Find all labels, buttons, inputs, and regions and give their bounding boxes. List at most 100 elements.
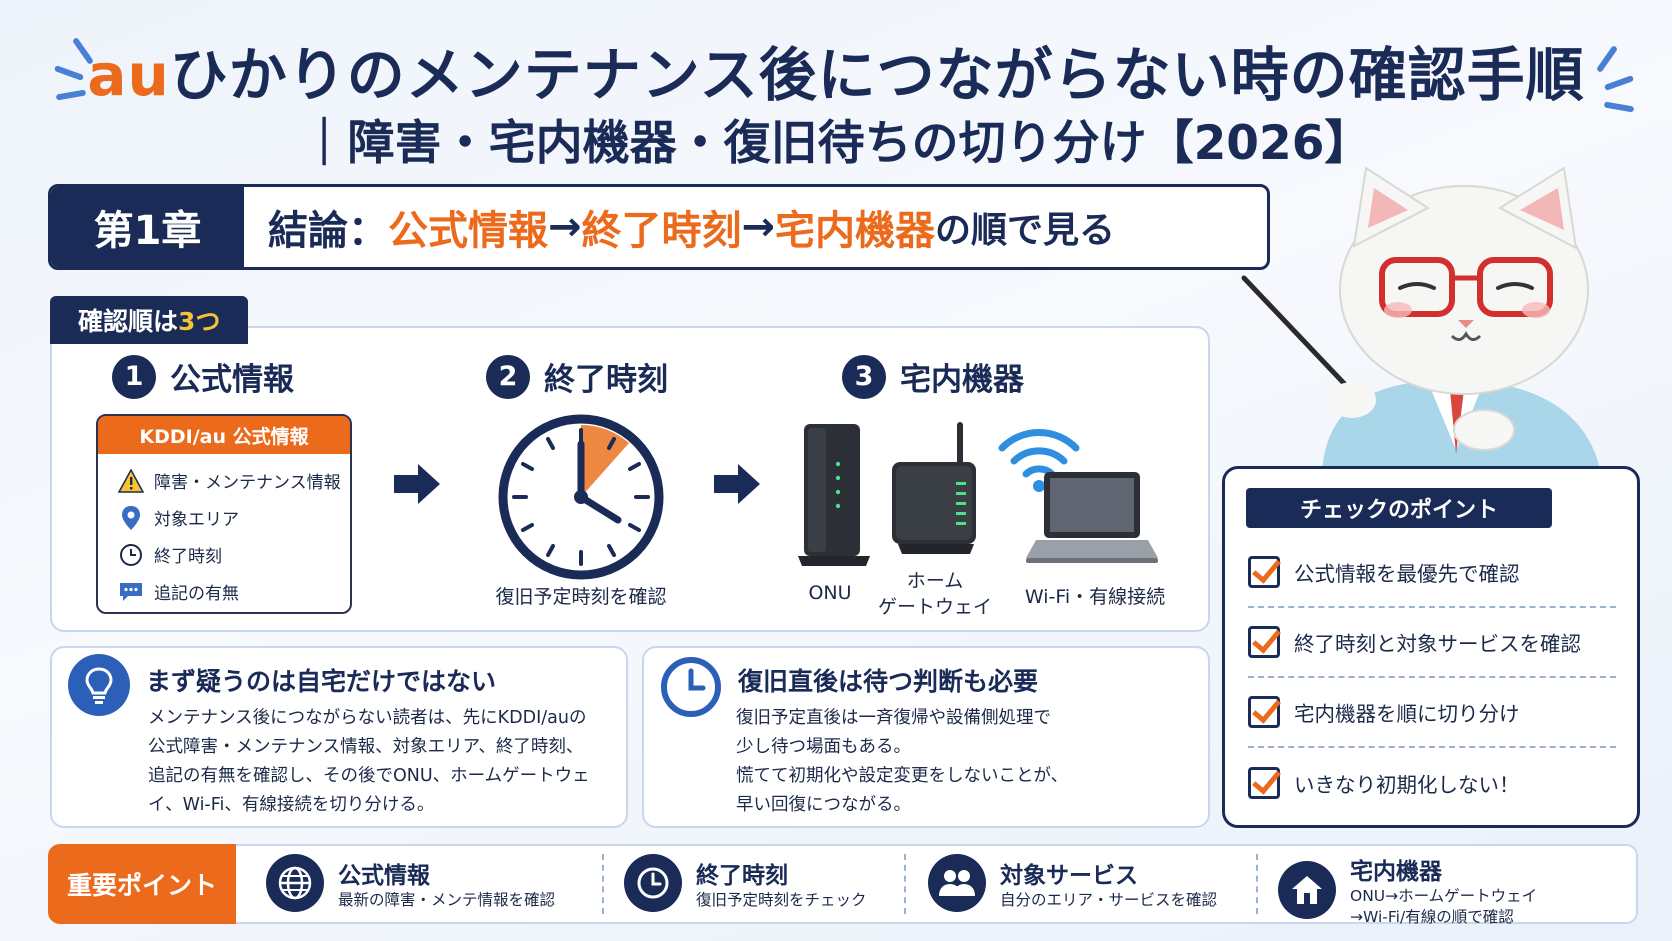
step-label: 宅内機器 [900, 362, 1024, 398]
key-point-title: 終了時刻 [696, 862, 788, 889]
order-tab-count: 3つ [178, 307, 221, 336]
order-tab-prefix: 確認順は [78, 307, 179, 336]
step-3-heading: 3 宅内機器 [842, 354, 1024, 399]
chapter-conclusion: 結論： 公式情報 → 終了時刻 → 宅内機器 の順で見る [244, 187, 1115, 267]
list-item: 終了時刻 [116, 536, 350, 573]
list-item-label: 追記の有無 [154, 584, 239, 604]
key-point-title: 対象サービス [1000, 862, 1138, 889]
conclusion-arrow: → [548, 204, 582, 250]
clock-icon [660, 656, 722, 722]
key-points-badge: 重要ポイント [48, 844, 236, 924]
step-1-heading: 1 公式情報 [112, 354, 294, 399]
globe-icon [266, 854, 324, 912]
key-point-desc: 自分のエリア・サービスを確認 [1000, 890, 1218, 909]
divider [602, 854, 604, 914]
notice-card-wait [642, 646, 1210, 828]
wifi-label: Wi-Fi・有線接続 [1024, 586, 1166, 608]
check-item-label: 公式情報を最優先で確認 [1294, 562, 1520, 586]
gateway-label-line: ホーム [906, 570, 964, 592]
clock-icon [624, 854, 682, 912]
notice-card-home [50, 646, 628, 828]
gateway-label-line: ゲートウェイ [877, 596, 992, 618]
brand-text: au [87, 41, 170, 109]
arrow-right-icon [712, 462, 762, 510]
key-point-service: 対象サービス 自分のエリア・サービスを確認 [928, 854, 1217, 912]
kddi-info-box: KDDI/au 公式情報 障害・メンテナンス情報 対象エリア 終了時刻 追記の有… [96, 414, 352, 614]
notice-line: メンテナンス後につながらない読者は、先にKDDI/auの [148, 708, 587, 728]
list-item: 対象エリア [116, 499, 350, 536]
checkbox-checked-icon [1248, 626, 1280, 658]
checkbox-checked-icon [1248, 696, 1280, 728]
notice-line: 追記の有無を確認し、その後でONU、ホームゲートウェ [148, 766, 590, 786]
arrow-right-icon [392, 462, 442, 510]
notice-line: 復旧予定直後は一斉復帰や設備側処理で [736, 708, 1051, 728]
title-text: ひかりのメンテナンス後につながらない時の確認手順 [169, 41, 1585, 109]
list-item-label: 終了時刻 [154, 547, 222, 567]
check-item: 終了時刻と対象サービスを確認 [1248, 608, 1616, 678]
notice-card-title: 復旧直後は待つ判断も必要 [738, 667, 1039, 696]
key-point-time: 終了時刻 復旧予定時刻をチェック [624, 854, 867, 912]
map-pin-icon [116, 505, 146, 531]
check-item-label: いきなり初期化しない！ [1294, 773, 1520, 797]
conclusion-tail: の順で見る [935, 210, 1116, 251]
chapter-badge: 第1章 [51, 187, 244, 267]
list-item: 追記の有無 [116, 573, 350, 610]
check-item: 宅内機器を順に切り分け [1248, 678, 1616, 748]
step-number: 1 [112, 354, 156, 399]
lightbulb-icon [68, 654, 130, 716]
notice-card-title: まず疑うのは自宅だけではない [146, 667, 497, 696]
comment-icon [116, 581, 146, 603]
step-label: 公式情報 [170, 362, 294, 398]
notice-line: 少し待つ場面もある。 [736, 737, 911, 757]
laptop-icon [1020, 470, 1160, 570]
page-subtitle: ｜障害・宅内機器・復旧待ちの切り分け【2026】 [300, 116, 1372, 171]
chapter-banner: 第1章 結論： 公式情報 → 終了時刻 → 宅内機器 の順で見る [48, 184, 1270, 270]
cat-mascot [1232, 150, 1642, 484]
clock-icon [116, 543, 146, 567]
onu-label: ONU [808, 582, 852, 604]
conclusion-item-3: 宅内機器 [775, 208, 936, 254]
list-item-label: 対象エリア [154, 510, 239, 530]
key-point-title: 公式情報 [338, 862, 430, 889]
step-number: 3 [842, 354, 886, 399]
people-icon [928, 854, 986, 912]
notice-line: 慌てて初期化や設定変更をしないことが、 [736, 766, 1069, 786]
notice-card-body: 復旧予定直後は一斉復帰や設備側処理で 少し待つ場面もある。 慌てて初期化や設定変… [736, 704, 1068, 820]
notice-line: イ、Wi-Fi、有線接続を切り分ける。 [148, 795, 435, 815]
step-2-heading: 2 終了時刻 [486, 354, 668, 399]
key-point-desc: ONU→ホームゲートウェイ [1350, 887, 1538, 905]
key-point-official: 公式情報 最新の障害・メンテ情報を確認 [266, 854, 555, 912]
list-item: 障害・メンテナンス情報 [116, 462, 350, 499]
list-item-label: 障害・メンテナンス情報 [154, 473, 341, 493]
clock-icon [496, 412, 666, 586]
conclusion-item-1: 公式情報 [388, 208, 548, 254]
check-item: 公式情報を最優先で確認 [1248, 538, 1616, 608]
check-item-label: 宅内機器を順に切り分け [1294, 702, 1520, 726]
key-point-desc: 復旧予定時刻をチェック [696, 890, 867, 909]
kddi-info-header: KDDI/au 公式情報 [98, 416, 350, 454]
onu-device-icon [796, 420, 874, 574]
notice-card-body: メンテナンス後につながらない読者は、先にKDDI/auの 公式障害・メンテナンス… [148, 704, 590, 820]
step-label: 終了時刻 [544, 362, 668, 398]
home-icon [1278, 861, 1336, 919]
divider [904, 854, 906, 914]
checkbox-checked-icon [1248, 767, 1280, 799]
notice-line: 公式障害・メンテナンス情報、対象エリア、終了時刻、 [148, 737, 584, 757]
conclusion-lead: 結論： [268, 208, 388, 254]
gateway-label: ホーム ゲートウェイ [870, 568, 1000, 620]
checkbox-checked-icon [1248, 556, 1280, 588]
step-number: 2 [486, 354, 530, 399]
key-point-desc: →Wi-Fi/有線の順で確認 [1350, 908, 1514, 926]
warning-icon [116, 468, 146, 493]
key-point-desc: 最新の障害・メンテ情報を確認 [338, 890, 556, 909]
check-points-title: チェックのポイント [1246, 488, 1552, 528]
check-item-label: 終了時刻と対象サービスを確認 [1294, 632, 1581, 656]
divider [1256, 854, 1258, 914]
page-title: auひかりのメンテナンス後につながらない時の確認手順 [0, 28, 1672, 112]
key-point-devices: 宅内機器 ONU→ホームゲートウェイ →Wi-Fi/有線の順で確認 [1278, 852, 1537, 928]
conclusion-item-2: 終了時刻 [581, 208, 742, 254]
clock-caption: 復旧予定時刻を確認 [495, 586, 667, 608]
home-gateway-icon [886, 420, 986, 564]
key-point-title: 宅内機器 [1350, 859, 1442, 885]
